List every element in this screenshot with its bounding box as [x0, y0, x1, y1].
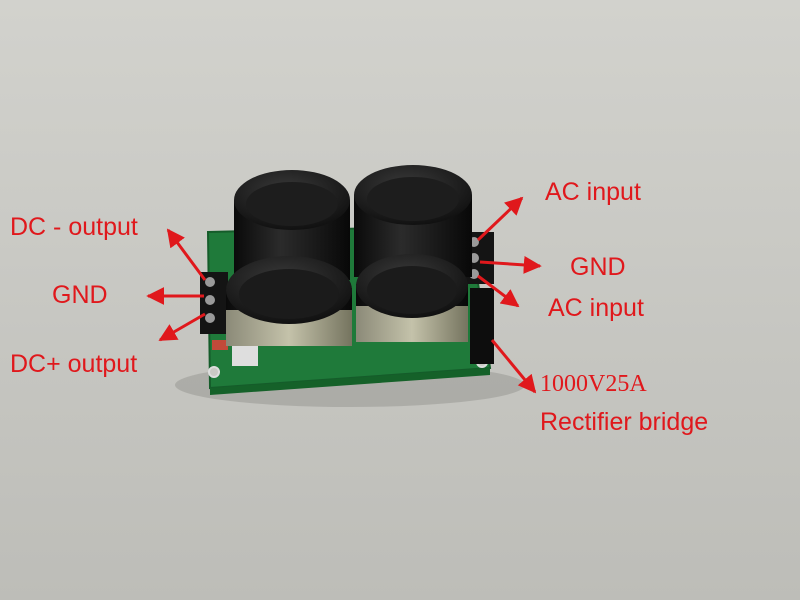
terminal-screw	[205, 313, 215, 323]
resistor	[212, 340, 228, 350]
label-ac-input-top: AC input	[545, 178, 641, 206]
pcb-edge	[210, 368, 490, 395]
label-dc-plus-output: DC+ output	[10, 350, 138, 378]
label-bridge-rating: 1000V25A	[540, 371, 647, 397]
arrow-gnd-right	[479, 255, 542, 274]
label-gnd-right: GND	[570, 253, 626, 281]
label-rectifier-bridge: Rectifier bridge	[540, 408, 709, 436]
arrow-ac-top	[476, 196, 524, 242]
capacitor-front-right	[356, 254, 468, 342]
capacitor-back-right	[354, 165, 472, 277]
arrow-dc-plus	[158, 312, 206, 342]
arrow-ac-bottom	[477, 274, 520, 308]
mount-hole	[208, 366, 220, 378]
arrow-dc-minus	[166, 228, 207, 281]
label-gnd-left: GND	[52, 281, 108, 309]
arrow-bridge	[490, 339, 537, 394]
label-ac-input-bottom: AC input	[548, 294, 644, 322]
rectifier-bridge	[470, 288, 494, 364]
terminal-screw	[205, 277, 215, 287]
label-dc-minus-output: DC - output	[10, 213, 138, 241]
capacitor-front-left	[226, 256, 352, 346]
terminal-screw	[205, 295, 215, 305]
